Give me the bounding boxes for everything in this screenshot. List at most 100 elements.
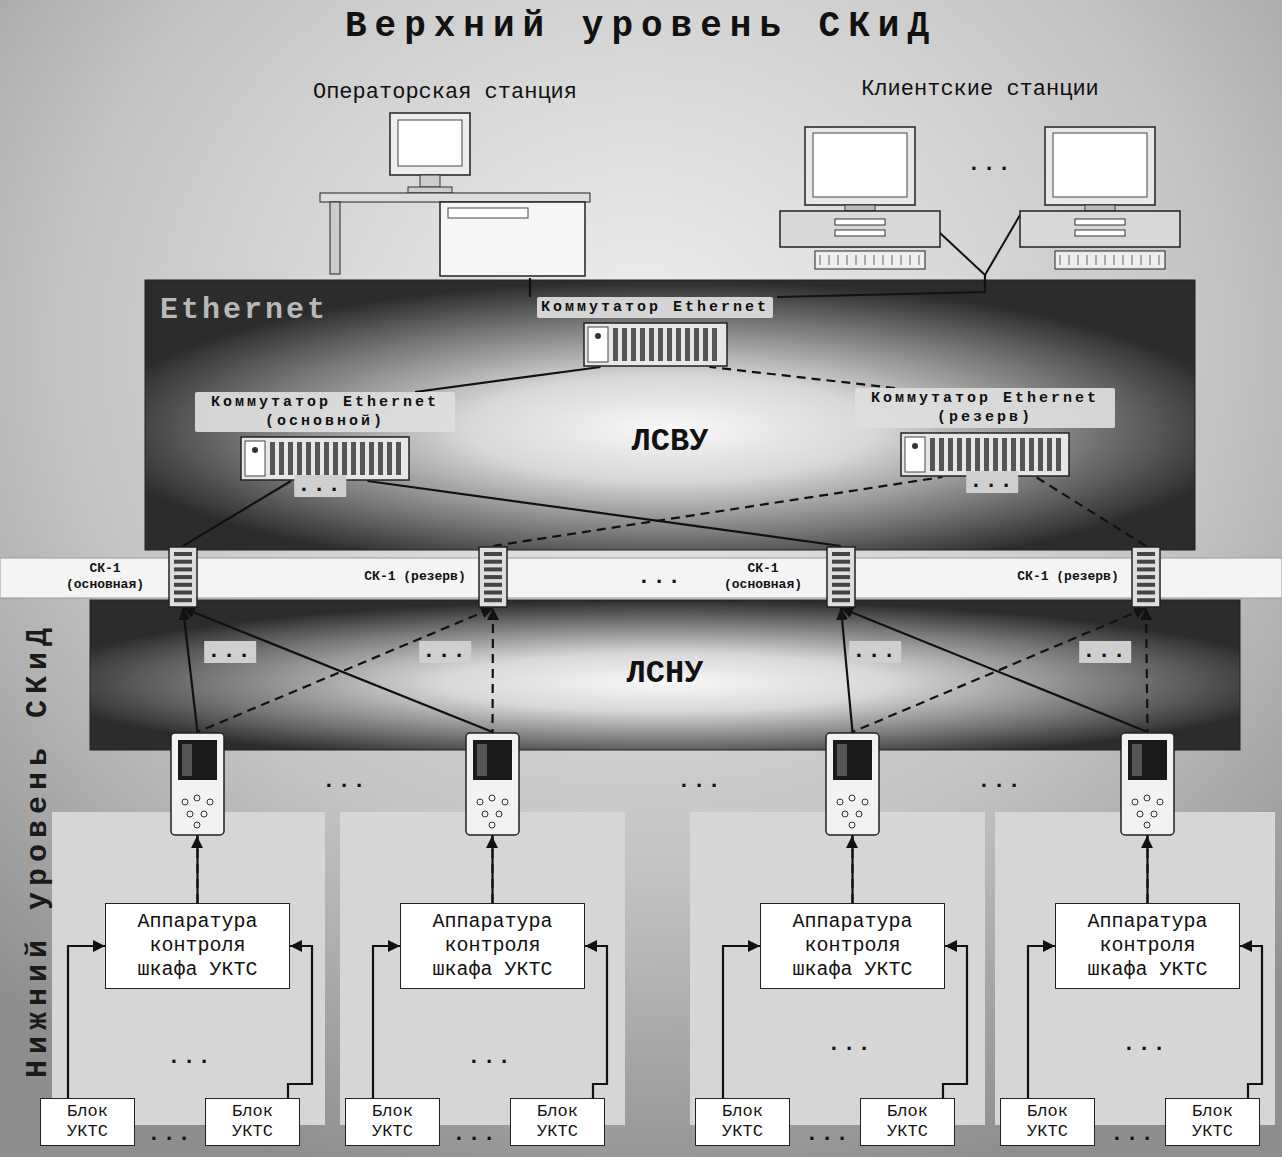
switch-slot xyxy=(631,328,636,361)
uktc-block-box: Блок УКТС xyxy=(510,1098,605,1146)
box-label: Аппаратура контроля шкафа УКТС xyxy=(1068,910,1227,982)
sk-body xyxy=(479,547,507,607)
switch-label: СК-1 (резерв) xyxy=(360,569,470,585)
keyboard xyxy=(1055,251,1165,269)
uktc-block-box: Блок УКТС xyxy=(860,1098,955,1146)
switch-label: СК-1 (основная) xyxy=(50,561,160,593)
label-holder: ... xyxy=(1110,1124,1156,1146)
switch-slot xyxy=(369,442,374,475)
sk-slot xyxy=(832,583,850,587)
key-row xyxy=(910,255,911,265)
box-label: Блок УКТС xyxy=(212,1102,293,1142)
cabinet-column xyxy=(690,812,985,1125)
connector xyxy=(943,946,967,1098)
connector xyxy=(723,946,760,1098)
ellipsis-mark: ... xyxy=(1079,641,1131,663)
label-holder: ... xyxy=(1122,1034,1168,1056)
connector xyxy=(368,481,842,546)
operator-station: Операторская станция xyxy=(290,78,600,278)
key-row xyxy=(1114,255,1115,265)
label-holder: ... xyxy=(805,1124,851,1146)
switch-slot xyxy=(649,328,654,361)
switch-slot xyxy=(966,438,971,471)
connector xyxy=(198,608,494,903)
diagram-title: Верхний уровень СКиД xyxy=(0,6,1282,48)
drive-slot xyxy=(835,219,885,225)
network-panel: ЛСНУ xyxy=(90,600,1240,750)
ellipsis-mark: ... xyxy=(637,567,683,589)
drive-slot xyxy=(835,230,885,236)
ellipsis-mark: ... xyxy=(1110,1124,1156,1146)
sk-slot xyxy=(484,598,502,602)
label-holder: ... xyxy=(322,771,368,793)
label-holder: ... xyxy=(452,1124,498,1146)
sk-drawing xyxy=(478,546,508,608)
connector xyxy=(777,275,985,297)
control-unit-box: Аппаратура контроля шкафа УКТС xyxy=(400,903,585,989)
box-label: Блок УКТС xyxy=(517,1102,598,1142)
connector xyxy=(183,608,493,903)
connector xyxy=(68,946,105,1098)
monitor-stand xyxy=(845,205,875,211)
sk-slot xyxy=(484,591,502,595)
switch-label: СК-1 (основная) xyxy=(708,561,818,593)
switch-slot xyxy=(613,328,618,361)
ellipsis-mark: ... xyxy=(419,641,471,663)
key-row xyxy=(1060,255,1061,265)
key-row xyxy=(892,255,893,265)
key-row xyxy=(1096,255,1097,265)
sk-body xyxy=(827,547,855,607)
key-row xyxy=(829,255,830,265)
switch-slot xyxy=(622,328,627,361)
connector xyxy=(585,946,607,1098)
sk-slot xyxy=(484,583,502,587)
key-row xyxy=(883,255,884,265)
key-row xyxy=(1123,255,1124,265)
ellipsis-mark: ... xyxy=(147,1124,193,1146)
box-label: Блок УКТС xyxy=(867,1102,948,1142)
uktc-block-box: Блок УКТС xyxy=(695,1098,790,1146)
sk-slot xyxy=(1137,598,1155,602)
sk-switch: СК-1 (основная) xyxy=(708,546,856,608)
upper-network-panel xyxy=(145,280,1195,550)
label-holder: ... xyxy=(1079,641,1131,663)
label-holder: ... xyxy=(677,771,723,793)
switch-slot xyxy=(694,328,699,361)
ellipsis-mark: ... xyxy=(204,641,256,663)
switch-heading: Коммутатор Ethernet (основной) xyxy=(195,392,455,432)
switch-body xyxy=(241,437,409,480)
sk-slot xyxy=(484,552,502,556)
cabinet-column xyxy=(52,812,325,1125)
switch-slot xyxy=(703,328,708,361)
cabinet-column xyxy=(995,812,1275,1125)
switch-slot xyxy=(667,328,672,361)
ethernet-switch: Коммутатор Ethernet xyxy=(525,297,785,367)
label-holder: ... xyxy=(204,641,256,663)
ethernet-switch: Коммутатор Ethernet (резерв) xyxy=(855,388,1115,477)
switch-slot xyxy=(306,442,311,475)
sk-slot xyxy=(1137,560,1155,564)
sk-slot xyxy=(174,567,192,571)
box-label: Аппаратура контроля шкафа УКТС xyxy=(118,910,277,982)
monitor xyxy=(1045,127,1155,205)
label-holder: ... xyxy=(849,641,901,663)
label-holder: ... xyxy=(167,1047,213,1069)
control-unit-box: Аппаратура контроля шкафа УКТС xyxy=(1055,903,1240,989)
monitor-stand xyxy=(420,175,440,187)
key-row xyxy=(1159,255,1160,265)
sk-slot xyxy=(832,552,850,556)
ellipsis-mark: ... xyxy=(467,1047,513,1069)
switch-slot xyxy=(333,442,338,475)
switch-power xyxy=(252,447,258,453)
switch-slot xyxy=(387,442,392,475)
key-row xyxy=(838,255,839,265)
key-row xyxy=(901,255,902,265)
ellipsis-mark: ... xyxy=(167,1047,213,1069)
box-label: Аппаратура контроля шкафа УКТС xyxy=(773,910,932,982)
switch-slot xyxy=(396,442,401,475)
ellipsis-mark: ... xyxy=(677,771,723,793)
desk-leg xyxy=(330,202,340,274)
sk-slot xyxy=(484,560,502,564)
switch-slot xyxy=(1056,438,1061,471)
